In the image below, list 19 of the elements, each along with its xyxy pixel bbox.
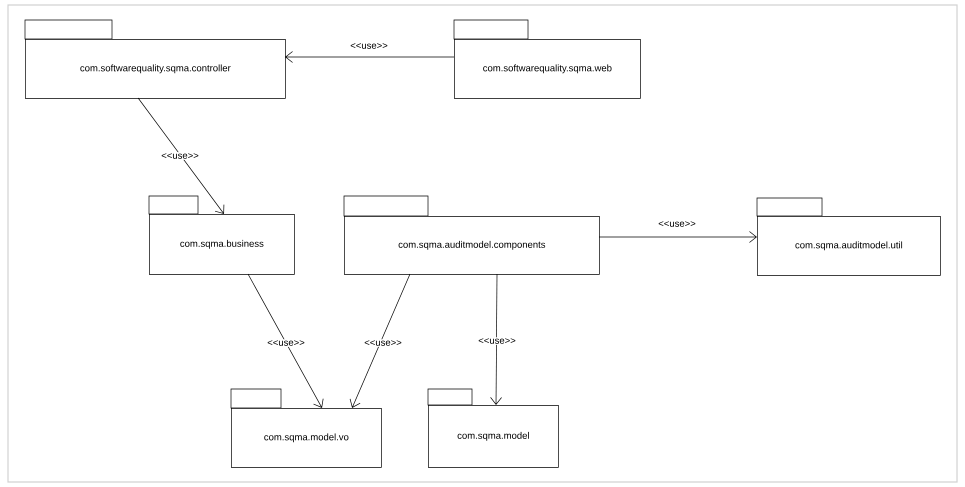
package-box: com.sqma.model [428, 388, 559, 468]
package-box: com.softwarequality.sqma.web [454, 20, 641, 99]
arrow [350, 274, 410, 408]
edge-label: <<use>> [349, 42, 389, 50]
arrow [248, 274, 324, 408]
package-box: com.sqma.business [148, 196, 295, 275]
edge-label: <<use>> [657, 220, 697, 228]
package-box: com.sqma.auditmodel.util [756, 198, 941, 276]
package-box: com.sqma.model.vo [230, 388, 382, 468]
edge-label: <<use>> [477, 337, 517, 345]
edge-label: <<use>> [160, 152, 200, 160]
arrow [598, 231, 758, 243]
package-box: com.sqma.auditmodel.components [344, 196, 600, 275]
edge-label: <<use>> [266, 339, 306, 347]
arrow [490, 274, 502, 405]
package-box: com.softwarequality.sqma.controller [24, 20, 286, 99]
edge-label: <<use>> [363, 339, 403, 347]
arrow [285, 51, 454, 63]
arrow [138, 98, 224, 214]
